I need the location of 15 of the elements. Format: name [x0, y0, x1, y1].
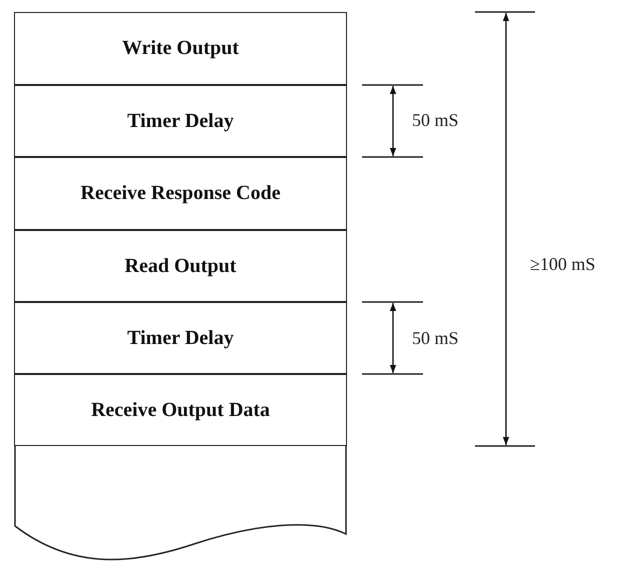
process-step: [14, 12, 347, 85]
process-step: [14, 230, 347, 302]
process-step: [14, 374, 347, 446]
dimension-label: 50 mS: [412, 110, 459, 131]
dimension-label: ≥100 mS: [530, 254, 596, 275]
step-label: Receive Output Data: [91, 398, 270, 422]
step-label: Read Output: [124, 254, 236, 278]
step-label: Write Output: [122, 37, 239, 60]
process-step: [14, 157, 347, 230]
step-label: Timer Delay: [127, 326, 234, 350]
dimension-label: 50 mS: [412, 328, 459, 349]
process-step: [14, 302, 347, 374]
step-label: Timer Delay: [127, 110, 234, 132]
process-step: [14, 85, 347, 157]
step-label: Receive Response Code: [80, 182, 280, 205]
